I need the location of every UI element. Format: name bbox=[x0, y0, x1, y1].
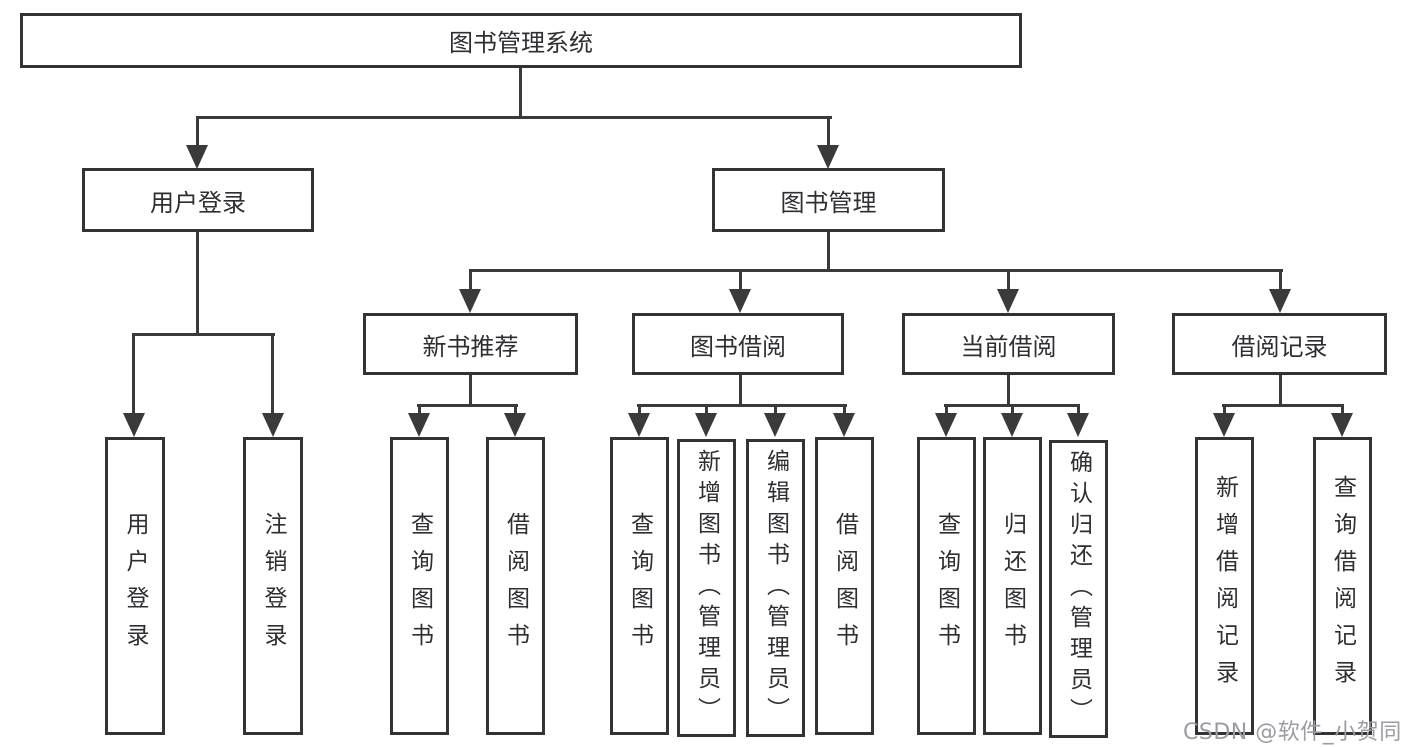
connector-g4c2-drop bbox=[1341, 404, 1344, 416]
connector-userlogin-drop bbox=[196, 116, 199, 147]
connector-newbook-drop bbox=[469, 269, 472, 292]
connector-g2-stem bbox=[739, 374, 742, 407]
connector-root-stem bbox=[519, 67, 522, 118]
arrow-down-icon bbox=[764, 413, 786, 437]
node-library-management-system: 图书管理系统 bbox=[20, 13, 1022, 68]
leaf-logout: 注销登录 bbox=[243, 437, 303, 735]
arrow-down-icon bbox=[628, 413, 650, 437]
arrow-down-icon bbox=[1067, 413, 1089, 437]
connector-userlogin-child1-drop bbox=[132, 333, 135, 414]
connector-g3c3-drop bbox=[1077, 404, 1080, 416]
leaf-query-books-2: 查询图书 bbox=[610, 437, 669, 735]
arrow-down-icon bbox=[1213, 413, 1235, 437]
arrow-down-icon bbox=[817, 145, 839, 169]
connector-g3c2-drop bbox=[1011, 404, 1014, 416]
node-borrowing-records: 借阅记录 bbox=[1172, 313, 1387, 375]
arrow-down-icon bbox=[729, 289, 751, 313]
connector-g1-stem bbox=[469, 374, 472, 407]
leaf-add-books-admin: 新增图书（管理员） bbox=[677, 439, 736, 737]
leaf-confirm-return-admin: 确认归还（管理员） bbox=[1049, 440, 1108, 738]
connector-g1c1-drop bbox=[418, 404, 421, 416]
connector-g2-hline bbox=[637, 404, 847, 407]
node-current-borrowing: 当前借阅 bbox=[902, 313, 1115, 375]
connector-userlogin-child2-drop bbox=[271, 333, 274, 414]
connector-userlogin-stem bbox=[196, 231, 199, 335]
leaf-borrow-books-2: 借阅图书 bbox=[815, 437, 874, 735]
connector-g2c4-drop bbox=[843, 404, 846, 416]
arrow-down-icon bbox=[123, 413, 145, 437]
node-new-book-recommendation: 新书推荐 bbox=[363, 313, 578, 375]
connector-g2c2-drop bbox=[705, 404, 708, 416]
connector-bookmgmt-stem bbox=[827, 231, 830, 271]
leaf-query-borrow-record: 查询借阅记录 bbox=[1313, 437, 1372, 735]
arrow-down-icon bbox=[504, 413, 526, 437]
leaf-return-books: 归还图书 bbox=[983, 437, 1042, 735]
connector-current-drop bbox=[1007, 269, 1010, 292]
arrow-down-icon bbox=[186, 145, 208, 169]
connector-g4-hline bbox=[1222, 404, 1344, 407]
connector-borrow-drop bbox=[739, 269, 742, 292]
connector-userlogin-hline bbox=[132, 333, 275, 336]
connector-g1-hline bbox=[417, 404, 518, 407]
leaf-user-login: 用户登录 bbox=[105, 437, 165, 735]
arrow-down-icon bbox=[408, 413, 430, 437]
node-user-login-branch: 用户登录 bbox=[82, 168, 314, 232]
leaf-query-books-3: 查询图书 bbox=[917, 437, 976, 735]
node-book-borrowing: 图书借阅 bbox=[632, 313, 844, 375]
leaf-borrow-books-1: 借阅图书 bbox=[486, 437, 545, 735]
arrow-down-icon bbox=[1331, 413, 1353, 437]
node-book-management-branch: 图书管理 bbox=[712, 168, 945, 232]
arrow-down-icon bbox=[262, 413, 284, 437]
connector-bookmgmt-hline bbox=[469, 269, 1283, 272]
connector-g4c1-drop bbox=[1223, 404, 1226, 416]
connector-g2c3-drop bbox=[774, 404, 777, 416]
connector-g3-stem bbox=[1007, 374, 1010, 407]
arrow-down-icon bbox=[695, 413, 717, 437]
arrow-down-icon bbox=[997, 289, 1019, 313]
connector-g4-stem bbox=[1279, 374, 1282, 407]
csdn-watermark: CSDN @软件_小贺同学 bbox=[1183, 720, 1402, 745]
arrow-down-icon bbox=[1001, 413, 1023, 437]
connector-records-drop bbox=[1279, 269, 1282, 292]
connector-g3c1-drop bbox=[945, 404, 948, 416]
arrow-down-icon bbox=[459, 289, 481, 313]
arrow-down-icon bbox=[833, 413, 855, 437]
arrow-down-icon bbox=[1269, 289, 1291, 313]
connector-root-hline bbox=[196, 116, 832, 119]
leaf-query-books-1: 查询图书 bbox=[390, 437, 449, 735]
leaf-add-borrow-record: 新增借阅记录 bbox=[1195, 437, 1254, 735]
leaf-edit-books-admin: 编辑图书（管理员） bbox=[746, 439, 805, 737]
connector-g2c1-drop bbox=[638, 404, 641, 416]
connector-g1c2-drop bbox=[514, 404, 517, 416]
connector-bookmgmt-drop bbox=[827, 116, 830, 147]
arrow-down-icon bbox=[935, 413, 957, 437]
